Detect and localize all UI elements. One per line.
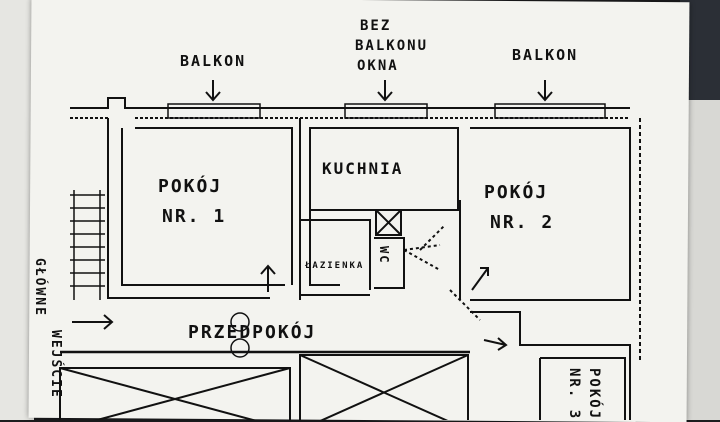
label-pokoj2-line2: NR. 2 bbox=[490, 212, 554, 233]
room3-inner bbox=[539, 357, 626, 420]
wc-wall bbox=[374, 237, 405, 289]
door-room2 bbox=[449, 289, 481, 321]
label-wc: WC bbox=[377, 246, 391, 264]
door-marker-2 bbox=[230, 312, 250, 332]
bathroom-wall bbox=[300, 219, 371, 296]
room1-outer bbox=[107, 118, 270, 299]
room3-wall bbox=[470, 311, 631, 420]
label-bez-2: BALKONU bbox=[355, 38, 428, 54]
label-kuchnia: KUCHNIA bbox=[322, 159, 403, 178]
arrow-balkon-right bbox=[537, 80, 553, 102]
room1-top bbox=[135, 127, 293, 285]
room1-wall bbox=[121, 128, 285, 286]
label-bez-1: BEZ bbox=[360, 18, 391, 34]
room2-wall bbox=[470, 127, 631, 301]
arrow-room1 bbox=[260, 264, 276, 292]
vent-cross bbox=[375, 209, 402, 236]
arrow-balkon-left bbox=[205, 80, 221, 102]
background-left bbox=[0, 0, 34, 420]
label-wejscie: WEJŚCIE bbox=[48, 330, 64, 399]
arrow-bez-balkonu bbox=[377, 80, 393, 102]
label-balkon-left: BALKON bbox=[180, 52, 246, 70]
label-pokoj2-line1: POKÓJ bbox=[484, 181, 548, 203]
label-pokoj1-line1: POKÓJ bbox=[158, 175, 222, 197]
label-balkon-right: BALKON bbox=[512, 46, 578, 64]
label-przedpokoj: PRZEDPOKÓJ bbox=[188, 321, 316, 343]
window-3 bbox=[494, 103, 606, 119]
label-pokoj1-line2: NR. 1 bbox=[162, 206, 226, 227]
vent-box bbox=[375, 209, 402, 236]
stairs bbox=[70, 190, 105, 300]
label-bez-3: OKNA bbox=[357, 58, 399, 74]
arrow-room3 bbox=[483, 337, 508, 351]
top-wall bbox=[70, 97, 630, 109]
window-1 bbox=[167, 103, 261, 119]
label-pokoj3-line2: NR. 3 bbox=[566, 368, 582, 420]
lower-cross-left bbox=[59, 367, 291, 420]
kitchen-wall bbox=[309, 127, 459, 211]
arrow-room2 bbox=[471, 267, 489, 291]
lower-room-left bbox=[59, 367, 291, 420]
label-pokoj3-line1: POKÓJ bbox=[586, 368, 604, 420]
label-lazienka: ŁAZIENKA bbox=[304, 261, 364, 271]
lower-room-right bbox=[299, 354, 469, 420]
kitchen-lower bbox=[309, 210, 340, 286]
window-2 bbox=[344, 103, 428, 119]
wc-door bbox=[403, 244, 441, 271]
label-wejscie-glowne: GŁÓWNE bbox=[32, 258, 48, 317]
arrow-entrance bbox=[72, 314, 114, 330]
lower-cross-right bbox=[299, 354, 469, 420]
door-marker-1 bbox=[230, 338, 250, 358]
